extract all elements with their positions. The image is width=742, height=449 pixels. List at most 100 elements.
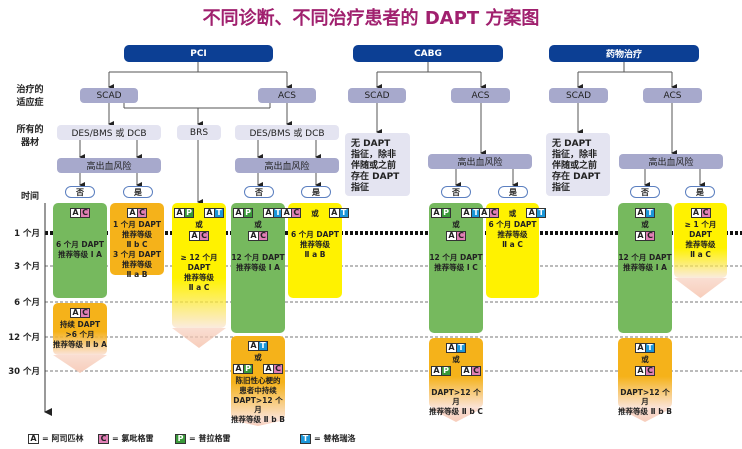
node-pci-des2: DES/BMS 或 DCB — [235, 125, 339, 140]
drug-letter: A — [282, 208, 292, 217]
node-cabg-hbr: 高出血风险 — [428, 154, 532, 169]
drug-letter: A — [636, 343, 645, 352]
row-label-time: 时间 — [20, 192, 39, 202]
time-tick-label: 3 个月 — [14, 262, 40, 272]
drug-letter: T — [214, 209, 223, 217]
drug-letter: C — [471, 367, 480, 375]
drug-letter: A — [249, 231, 258, 240]
regimen-text: 推荐等级 Ⅱ b C — [429, 407, 483, 416]
drug-letter: P — [441, 209, 450, 217]
regimen-text: 6 个月 DAPT — [488, 220, 537, 229]
node-pci-des1: DES/BMS 或 DCB — [57, 125, 161, 140]
drug-row: 或 — [254, 220, 262, 229]
or-label: 或 — [641, 355, 649, 364]
or-label: 或 — [254, 353, 262, 362]
regimen-text: DAPT — [689, 230, 712, 239]
drug-letter: C — [80, 309, 89, 317]
regimen-text: 患者中持续 — [239, 386, 277, 395]
regimen-text — [455, 378, 458, 387]
regimen-text — [79, 230, 82, 239]
node-p1: 否 — [65, 186, 95, 198]
drug-row: 或 — [641, 220, 649, 229]
regimen-text: Ⅱ b C — [126, 240, 148, 249]
legend-item-A: A= 阿司匹林 — [28, 433, 84, 444]
header-pci[interactable]: PCI — [124, 45, 273, 62]
drug-letter: T — [273, 209, 282, 217]
regimen-text: 推荐等级 Ⅱ b A — [53, 340, 107, 349]
node-p2: 是 — [123, 186, 153, 198]
drug-letter: A — [175, 208, 184, 217]
legend-badge: P — [175, 433, 186, 444]
drug-letter: P — [243, 209, 252, 217]
drug-letter: C — [273, 365, 282, 373]
time-tick-label: 30 个月 — [8, 367, 40, 377]
drug-letter: A — [447, 343, 456, 352]
header-cabg[interactable]: CABG — [353, 45, 503, 62]
regimen-text — [79, 220, 82, 229]
drug-row: 或 — [254, 353, 262, 362]
regimen-text: Ⅱ a C — [690, 250, 711, 259]
regimen-text: 6 个月 DAPT — [290, 230, 340, 239]
regimen-text — [257, 243, 260, 252]
node-p6: 是 — [498, 186, 528, 198]
drug-letter: A — [128, 208, 137, 217]
note-line: 指征，除非 — [351, 150, 397, 160]
note-line: 伴随或之前 — [351, 161, 397, 171]
row-label-line: 所有的 — [16, 125, 44, 135]
note-line: 指征 — [552, 183, 571, 193]
node-pci-brs: BRS — [177, 125, 221, 140]
regimen-text: 陈旧性心梗的 — [235, 376, 281, 385]
drug-letter: C — [645, 367, 654, 375]
drug-letter: A — [234, 208, 243, 217]
node-p8: 是 — [685, 186, 715, 198]
legend-label: = 阿司匹林 — [42, 434, 84, 443]
regimen-text — [644, 243, 647, 252]
legend-label: = 普拉格雷 — [189, 434, 231, 443]
node-p3: 否 — [244, 186, 274, 198]
page-title: 不同诊断、不同治疗患者的 DAPT 方案图 — [202, 8, 540, 29]
regimen-text: 推荐等级 Ⅰ A — [623, 263, 667, 272]
node-p7: 否 — [630, 186, 660, 198]
or-label: 或 — [311, 208, 319, 218]
node-p4: 是 — [301, 186, 331, 198]
drug-letter: T — [456, 344, 465, 352]
regimen-text: 持续 DAPT — [59, 320, 101, 329]
drug-letter: A — [462, 208, 471, 217]
or-label: 或 — [508, 208, 517, 218]
legend-label: = 替格瑞洛 — [314, 434, 356, 443]
node-pci-hbr1: 高出血风险 — [57, 158, 161, 173]
time-tick-label: 12 个月 — [8, 333, 40, 343]
header-med[interactable]: 药物治疗 — [549, 45, 699, 62]
regimen-text: 推荐等级 — [300, 240, 330, 249]
drug-letter: A — [234, 364, 243, 373]
drug-letter: A — [432, 208, 441, 217]
note-line: 存在 DAPT — [552, 172, 601, 182]
drug-letter: T — [536, 209, 546, 217]
drug-letter: A — [432, 366, 441, 375]
